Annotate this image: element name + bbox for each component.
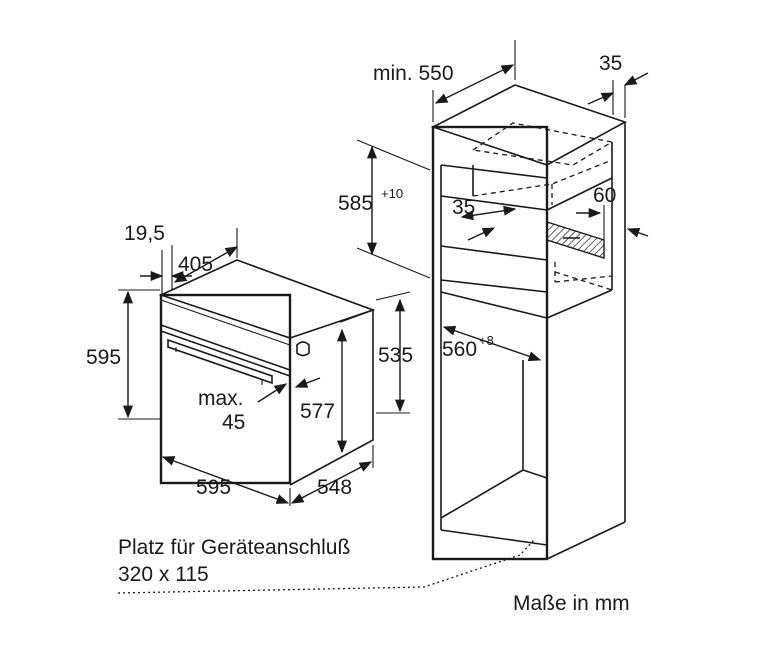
cabinet-drawing	[430, 84, 627, 561]
dim-vent: 60	[593, 184, 616, 207]
oven-dimensions	[118, 228, 411, 506]
oven-body-side	[289, 308, 374, 486]
dim-oven-body-width: 548	[317, 476, 352, 499]
oven-drawing	[158, 259, 376, 486]
dim-inner-height: 577	[300, 400, 335, 423]
dim-niche-width-tol: +8	[479, 333, 494, 348]
dim-max-label: max.	[198, 387, 244, 410]
dim-oven-body-height: 535	[378, 344, 413, 367]
dim-niche-height: 585	[338, 192, 373, 215]
vent-hatch	[546, 221, 605, 259]
dim-shelf: 35	[452, 196, 475, 219]
connection-note-line1: Platz für Geräteanschluß	[118, 536, 350, 559]
units-note: Maße in mm	[513, 592, 630, 615]
dim-oven-depth: 405	[178, 253, 213, 276]
dim-max-value: 45	[222, 411, 245, 434]
connection-note-line2: 320 x 115	[118, 563, 209, 586]
dim-oven-height: 595	[86, 346, 121, 369]
dim-oven-depth-front: 19,5	[124, 222, 165, 245]
cabinet-dimensions	[117, 40, 649, 594]
dim-niche-height-tol: +10	[381, 186, 403, 201]
oven-handle	[167, 338, 273, 385]
dim-cabinet-side: 35	[599, 52, 622, 75]
dim-oven-width: 595	[196, 476, 231, 499]
dim-cabinet-min-depth: min. 550	[373, 62, 454, 85]
dim-niche-width: 560	[442, 338, 477, 361]
cabinet-top	[430, 84, 627, 166]
